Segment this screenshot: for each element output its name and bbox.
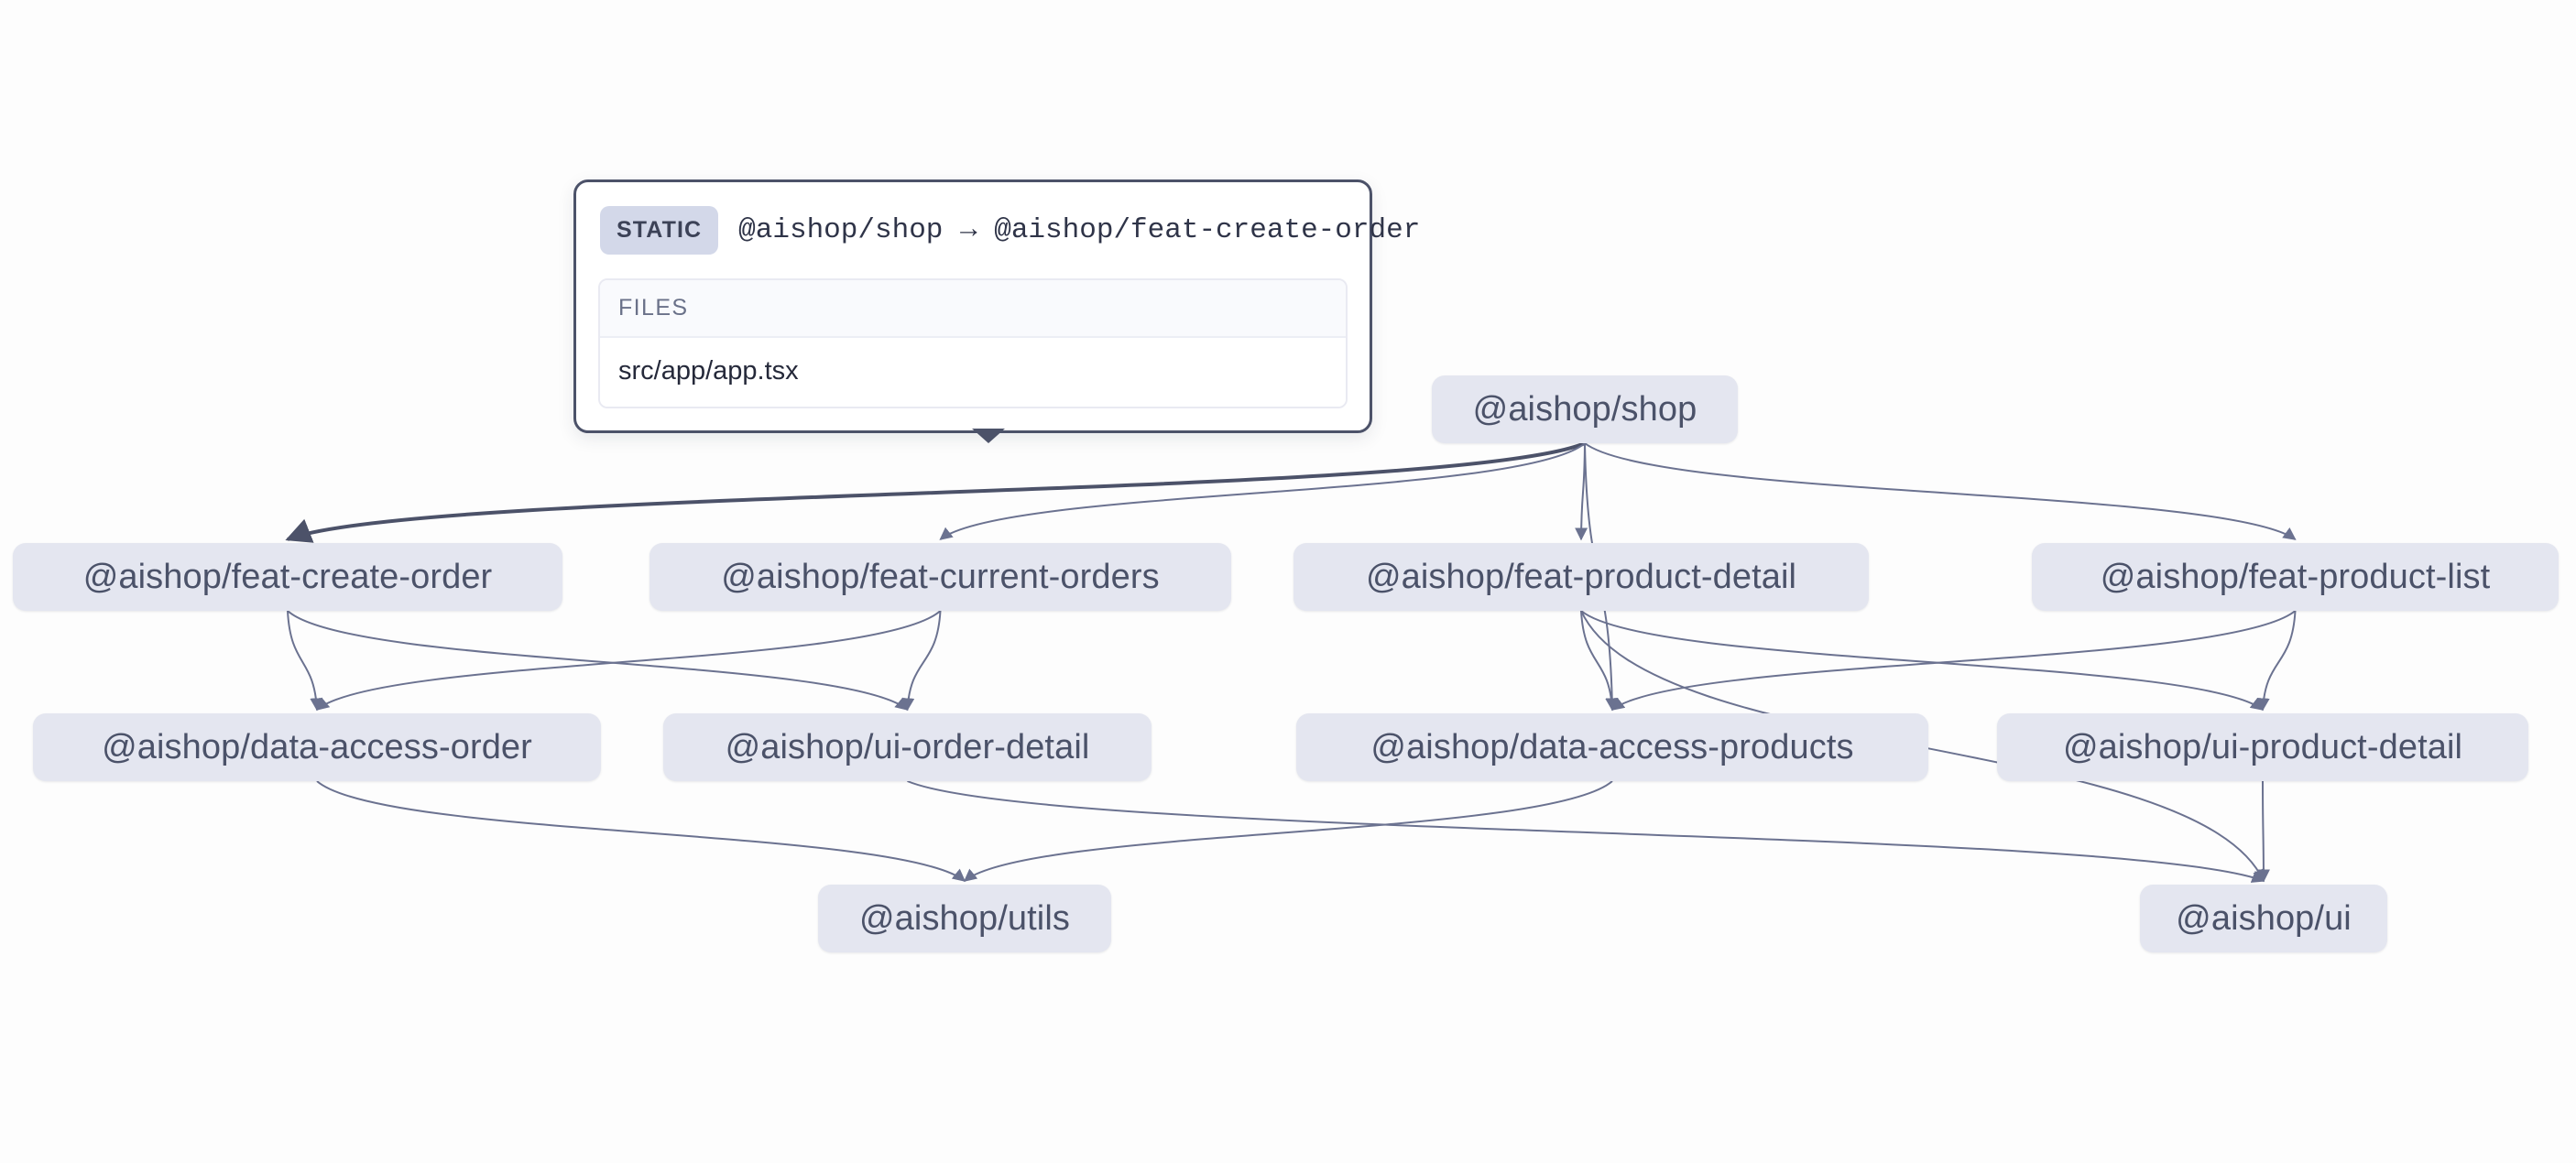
graph-node-label: @aishop/data-access-products [1370, 727, 1854, 766]
files-header-label: FILES [600, 280, 1346, 338]
graph-node-ui-order-detail[interactable]: @aishop/ui-order-detail [663, 713, 1152, 781]
graph-node-label: @aishop/ui-product-detail [2062, 727, 2463, 766]
graph-node-label: @aishop/feat-product-list [2100, 557, 2491, 596]
graph-node-label: @aishop/ui-order-detail [725, 727, 1090, 766]
files-panel: FILES src/app/app.tsx [598, 278, 1348, 408]
graph-node-utils[interactable]: @aishop/utils [818, 885, 1111, 952]
static-badge: STATIC [600, 206, 719, 255]
tooltip-title: @aishop/shop → @aishop/feat-create-order [738, 214, 1421, 246]
graph-edge-data-access-products-to-utils[interactable] [963, 780, 1613, 882]
graph-node-label: @aishop/shop [1472, 389, 1697, 429]
graph-edge-ui-order-detail-to-ui[interactable] [907, 780, 2265, 883]
graph-edge-feat-create-order-to-data-access-order[interactable] [287, 610, 323, 712]
graph-edge-feat-current-orders-to-ui-order-detail[interactable] [901, 610, 942, 712]
edge-detail-tooltip[interactable]: STATIC @aishop/shop → @aishop/feat-creat… [573, 179, 1420, 443]
graph-edge-shop-to-feat-current-orders[interactable] [939, 442, 1586, 540]
graph-node-label: @aishop/feat-create-order [82, 557, 493, 596]
graph-node-data-access-order[interactable]: @aishop/data-access-order [33, 713, 601, 781]
files-list: src/app/app.tsx [600, 338, 1346, 407]
graph-node-feat-product-list[interactable]: @aishop/feat-product-list [2032, 543, 2559, 611]
graph-node-label: @aishop/feat-current-orders [721, 557, 1160, 596]
graph-edge-feat-product-list-to-data-access-products[interactable] [1610, 610, 2297, 711]
graph-node-label: @aishop/ui [2176, 898, 2352, 938]
graph-node-label: @aishop/data-access-order [102, 727, 532, 766]
graph-edge-shop-to-feat-create-order[interactable] [285, 441, 1586, 543]
tooltip-header: STATIC @aishop/shop → @aishop/feat-creat… [598, 202, 1420, 264]
file-row[interactable]: src/app/app.tsx [600, 338, 1346, 407]
graph-node-ui[interactable]: @aishop/ui [2140, 885, 2387, 952]
graph-node-feat-current-orders[interactable]: @aishop/feat-current-orders [649, 543, 1231, 611]
graph-edge-ui-product-detail-to-ui[interactable] [2256, 780, 2270, 883]
graph-edge-data-access-order-to-utils[interactable] [316, 780, 966, 882]
graph-edge-shop-to-feat-product-detail[interactable] [1575, 442, 1588, 541]
graph-node-label: @aishop/feat-product-detail [1365, 557, 1797, 596]
graph-node-data-access-products[interactable]: @aishop/data-access-products [1296, 713, 1928, 781]
graph-node-label: @aishop/utils [859, 898, 1070, 938]
graph-node-ui-product-detail[interactable]: @aishop/ui-product-detail [1997, 713, 2528, 781]
graph-edge-feat-product-detail-to-data-access-products[interactable] [1580, 610, 1619, 712]
graph-edge-feat-product-detail-to-ui-product-detail[interactable] [1580, 610, 2265, 711]
graph-node-shop[interactable]: @aishop/shop [1432, 375, 1738, 443]
graph-node-feat-product-detail[interactable]: @aishop/feat-product-detail [1293, 543, 1869, 611]
graph-edge-feat-current-orders-to-data-access-order[interactable] [315, 610, 942, 711]
tooltip-pointer [972, 429, 1005, 443]
graph-node-feat-create-order[interactable]: @aishop/feat-create-order [13, 543, 562, 611]
graph-edge-feat-create-order-to-ui-order-detail[interactable] [287, 610, 909, 711]
graph-edge-feat-product-list-to-ui-product-detail[interactable] [2256, 610, 2297, 712]
graph-edge-shop-to-feat-product-list[interactable] [1584, 442, 2297, 540]
